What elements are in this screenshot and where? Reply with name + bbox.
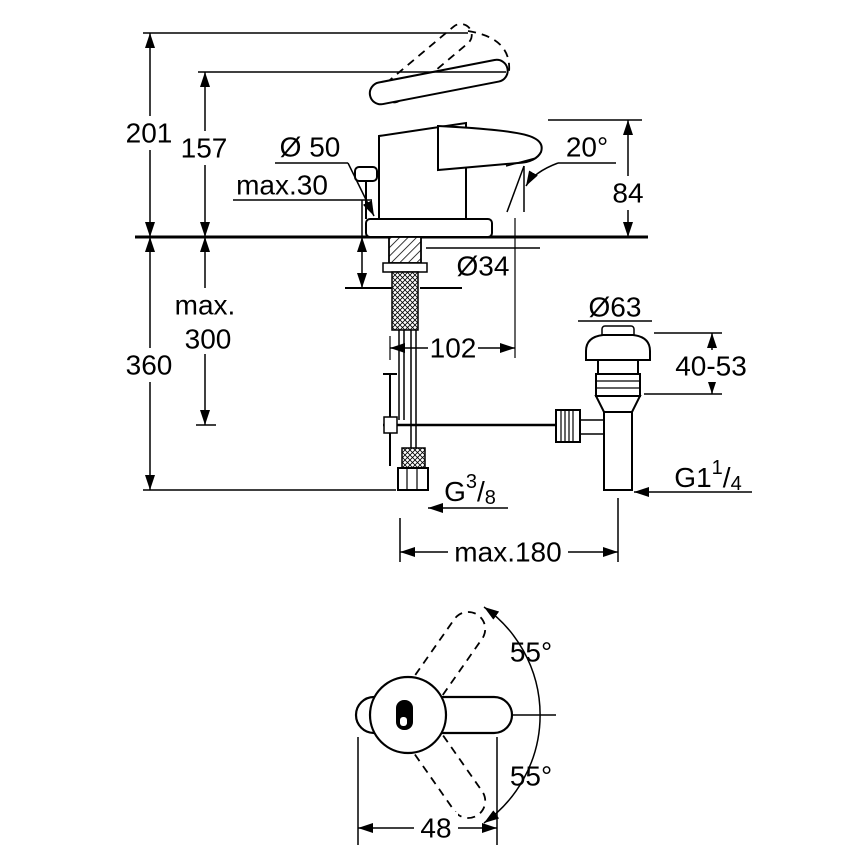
swivel-angle-arc xyxy=(483,606,541,824)
under-deck-assembly xyxy=(382,236,557,491)
handle-hub-slot xyxy=(400,717,407,726)
shank-washer xyxy=(382,262,428,273)
faucet-base xyxy=(365,218,493,238)
dim-label-diameter-34: Ø34 xyxy=(457,251,510,282)
stream-angled xyxy=(506,165,525,213)
faucet-spout xyxy=(437,124,543,172)
dim-label-201: 201 xyxy=(126,118,173,149)
braided-hose xyxy=(391,271,419,331)
popup-waste-assembly xyxy=(555,325,651,491)
dim-label-angle-20: 20° xyxy=(566,132,608,163)
hose-braid-end xyxy=(401,447,426,469)
threaded-shank xyxy=(388,236,422,264)
dim-label-360: 360 xyxy=(126,350,173,381)
dim-label-84: 84 xyxy=(612,178,643,209)
waste-dome xyxy=(585,334,651,361)
dim-label-max-180: max.180 xyxy=(454,537,561,568)
dim-label-g-1-1-4: G11/4 xyxy=(674,457,741,495)
dimension-lines xyxy=(143,32,752,845)
dim-label-102: 102 xyxy=(430,333,477,364)
dim-label-diameter-50: Ø 50 xyxy=(280,132,341,163)
pullrod-knob xyxy=(354,166,378,182)
waste-tailpiece xyxy=(603,411,633,491)
handle-top-view xyxy=(354,606,556,824)
waste-knurled-knob xyxy=(555,409,581,443)
waste-taper xyxy=(594,395,642,413)
dimension-labels: 201 157 Ø 50 max.30 20° 84 Ø34 360 max. … xyxy=(122,116,750,844)
waste-thread-section xyxy=(595,373,641,397)
g38-nut xyxy=(397,467,429,491)
dim-label-angle-55-top: 55° xyxy=(510,637,552,668)
dim-label-angle-55-bottom: 55° xyxy=(510,761,552,792)
dim-label-max-30: max.30 xyxy=(236,170,328,201)
faucet-side-view xyxy=(354,23,543,238)
dim-label-max-300-line1: max. xyxy=(175,290,236,321)
rod-clamp xyxy=(383,416,398,434)
dim-label-157: 157 xyxy=(181,133,228,164)
dim-label-max-300-line2: 300 xyxy=(185,324,232,355)
dim-label-40-53: 40-53 xyxy=(675,351,747,382)
faucet-handle xyxy=(368,58,509,106)
dim-label-48: 48 xyxy=(420,813,451,844)
handle-motion-arc xyxy=(467,30,510,73)
dim-label-g-3-8: G3/8 xyxy=(444,471,496,509)
dim-label-diameter-63: Ø63 xyxy=(589,292,642,323)
waste-neck xyxy=(597,359,639,375)
